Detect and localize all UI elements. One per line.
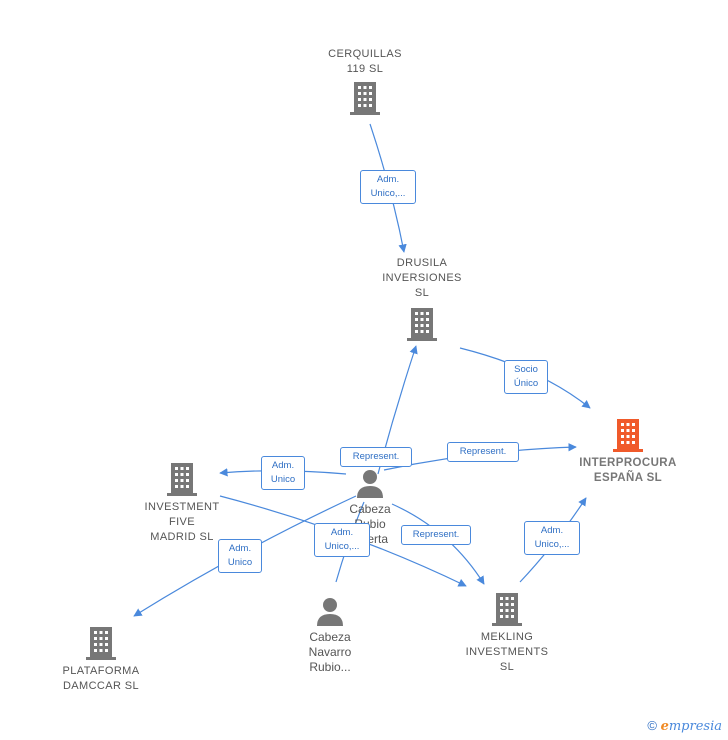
edge-label-investment-five-mekling[interactable]: Adm. Unico,... [314, 523, 370, 557]
edge-label-rubio-drusila[interactable]: Represent. [340, 447, 412, 467]
node-label: DRUSILA INVERSIONES SL [382, 257, 462, 299]
node-interprocura[interactable]: INTERPROCURA ESPAÑA SL [566, 418, 690, 486]
footer-brand[interactable]: © empresia [647, 718, 722, 734]
node-investment-five[interactable]: INVESTMENT FIVE MADRID SL [130, 462, 234, 545]
node-drusila[interactable]: DRUSILA INVERSIONES SL [370, 256, 474, 341]
edge-label-cerquillas-drusila[interactable]: Adm. Unico,... [360, 170, 416, 204]
building-icon [492, 593, 522, 626]
edge-label-navarro-plataforma[interactable]: Adm. Unico [218, 539, 262, 573]
edge-label-rubio-mekling[interactable]: Represent. [401, 525, 471, 545]
node-mekling[interactable]: MEKLING INVESTMENTS SL [452, 592, 562, 675]
copyright-icon: © [647, 718, 657, 733]
edge-label-drusila-interprocura[interactable]: Socio Único [504, 360, 548, 394]
node-label: Cabeza Navarro Rubio... [308, 630, 352, 674]
edge-label-mekling-interprocura[interactable]: Adm. Unico,... [524, 521, 580, 555]
node-label: INTERPROCURA ESPAÑA SL [579, 457, 677, 484]
edge-label-rubio-investment-five[interactable]: Adm. Unico [261, 456, 305, 490]
node-cabeza-navarro[interactable]: Cabeza Navarro Rubio... [290, 596, 370, 675]
node-plataforma[interactable]: PLATAFORMA DAMCCAR SL [46, 626, 156, 694]
node-label: CERQUILLAS 119 SL [328, 48, 402, 75]
building-icon [407, 308, 437, 341]
node-label: MEKLING INVESTMENTS SL [465, 631, 549, 673]
node-label: PLATAFORMA DAMCCAR SL [62, 665, 140, 692]
person-icon [357, 470, 383, 498]
building-icon [86, 627, 116, 660]
building-icon [350, 82, 380, 115]
node-label: INVESTMENT FIVE MADRID SL [144, 501, 220, 543]
building-icon [613, 419, 643, 452]
edge-label-rubio-interprocura[interactable]: Represent. [447, 442, 519, 462]
person-icon [317, 598, 343, 626]
node-cerquillas[interactable]: CERQUILLAS 119 SL [315, 47, 415, 115]
brand-logo: empresia [660, 719, 722, 734]
building-icon [167, 463, 197, 496]
